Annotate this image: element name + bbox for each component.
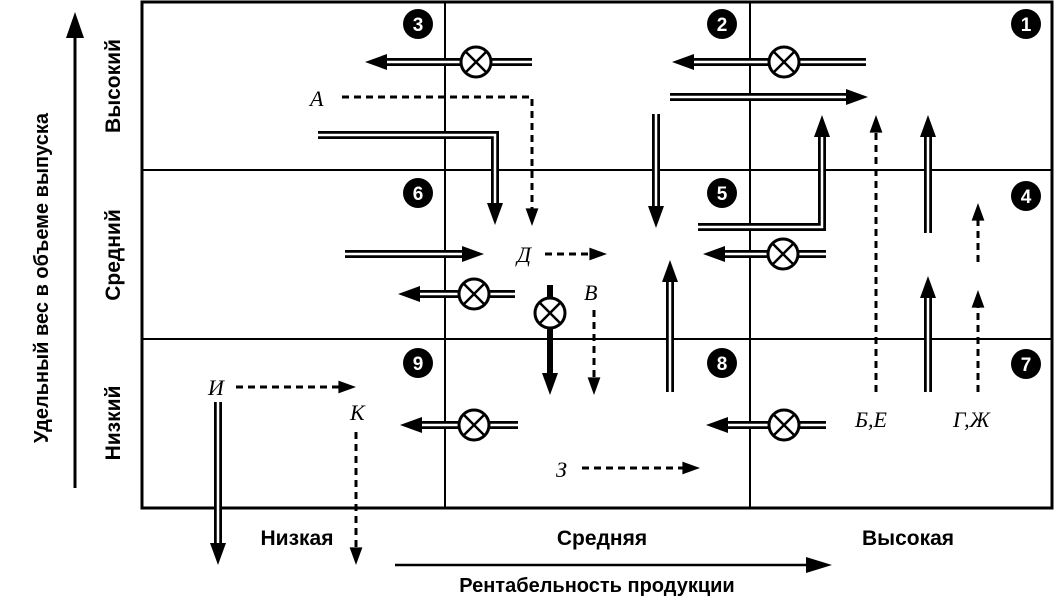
cell-number-1: 1 <box>1011 9 1041 39</box>
flow-label-z: З <box>556 457 567 482</box>
arrow-down-col2 <box>648 114 664 228</box>
y-axis-title: Удельный вес в объеме выпуска <box>31 112 53 443</box>
flow-label-d: Д <box>515 242 532 267</box>
svg-text:6: 6 <box>413 184 424 205</box>
valve-cell8 <box>767 408 801 442</box>
cell-number-5: 5 <box>707 178 737 208</box>
arrow-gzh-dashed-upper <box>971 203 985 262</box>
arrow-cell6-right <box>345 246 484 262</box>
flow-label-v: В <box>584 280 597 305</box>
svg-text:5: 5 <box>717 184 728 205</box>
row-label-medium: Средний <box>102 209 125 301</box>
svg-text:8: 8 <box>717 354 728 375</box>
arrow-up-col3-upper <box>920 115 936 233</box>
row-label-low: Низкий <box>102 386 125 461</box>
arrow-cell5-left <box>703 246 826 262</box>
arrow-be-dashed <box>869 115 883 392</box>
flow-arrows <box>210 45 985 565</box>
cell-number-6: 6 <box>403 178 433 208</box>
column-label-high: Высокая <box>862 527 954 550</box>
arrow-d-dashed <box>545 247 607 261</box>
row-label-high: Высокий <box>102 39 125 133</box>
arrow-cell6-left <box>398 286 515 302</box>
x-axis-arrow <box>395 557 832 573</box>
svg-text:3: 3 <box>413 15 424 36</box>
arrow-k-dashed-down <box>349 432 363 565</box>
flow-label-a: А <box>308 86 324 111</box>
valve-cell3 <box>459 45 493 79</box>
arrow-bent-down <box>318 131 503 225</box>
arrow-up-col3-lower <box>920 276 936 392</box>
svg-text:2: 2 <box>717 15 728 36</box>
arrow-a-dashed <box>342 95 539 226</box>
cell-number-3: 3 <box>403 9 433 39</box>
arrow-i-down <box>210 402 226 565</box>
valve-cell9 <box>457 408 491 442</box>
column-label-medium: Средняя <box>557 527 647 550</box>
cell-number-2: 2 <box>707 9 737 39</box>
svg-text:4: 4 <box>1021 187 1032 208</box>
cell-number-8: 8 <box>707 348 737 378</box>
cell-number-7: 7 <box>1011 349 1041 379</box>
arrow-bent-up <box>698 115 830 231</box>
arrow-row1-right <box>670 89 868 105</box>
svg-text:7: 7 <box>1021 355 1032 376</box>
arrow-up-col2 <box>662 260 678 392</box>
flow-label-be: Б,Е <box>854 407 887 432</box>
flow-label-gzh: Г,Ж <box>952 407 991 432</box>
arrow-z-dashed <box>582 461 700 475</box>
arrow-i-dashed-right <box>236 380 356 394</box>
valve-cell2 <box>767 45 801 79</box>
valve-cell5 <box>766 237 800 271</box>
arrow-cell3-left <box>365 54 532 70</box>
flow-label-i: И <box>207 375 225 400</box>
arrow-v-dashed <box>587 310 601 395</box>
valve-cell6 <box>457 277 491 311</box>
arrow-gzh-dashed-lower <box>971 290 985 392</box>
column-label-low: Низкая <box>261 527 334 550</box>
x-axis-title: Рентабельность продукции <box>459 575 734 597</box>
arrow-cell8-left <box>706 417 826 433</box>
cell-number-9: 9 <box>403 348 433 378</box>
flow-label-k: К <box>349 400 366 425</box>
valve-center <box>533 296 567 330</box>
svg-text:1: 1 <box>1021 15 1032 36</box>
cell-number-4: 4 <box>1011 181 1041 211</box>
svg-text:9: 9 <box>413 354 424 375</box>
y-axis-arrow <box>66 12 84 488</box>
